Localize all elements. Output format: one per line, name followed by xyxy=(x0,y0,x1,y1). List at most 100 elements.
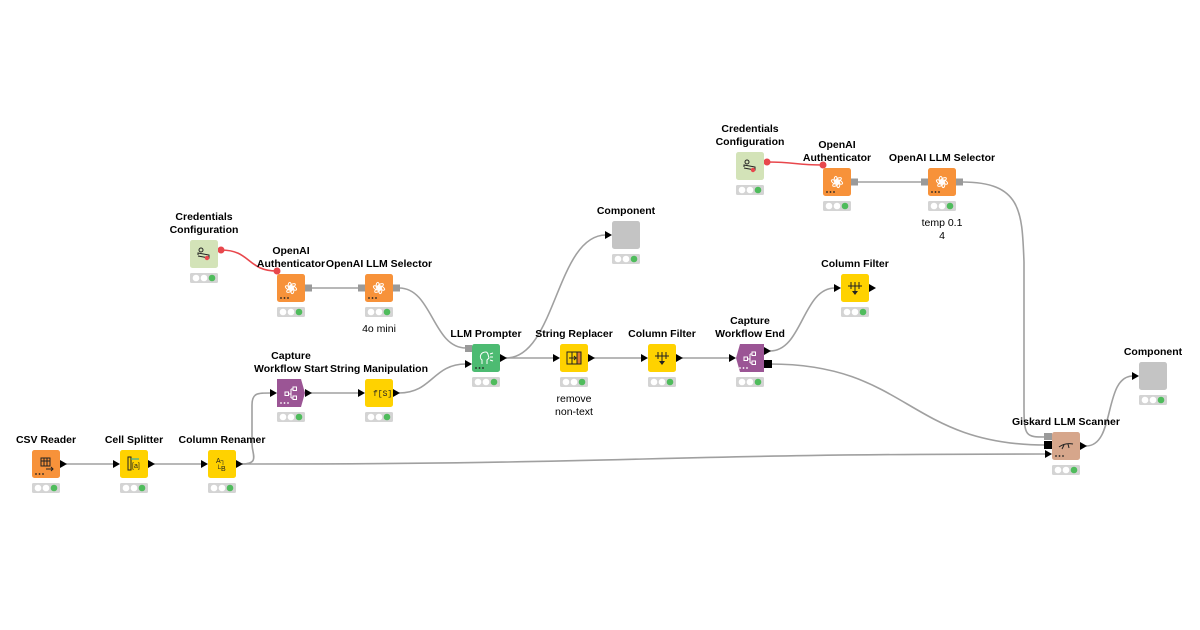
node-label[interactable]: Giskard LLM Scanner xyxy=(1012,416,1120,428)
node-label[interactable]: Cell Splitter xyxy=(105,434,163,446)
node-column-filter-2[interactable]: Column Filter xyxy=(821,258,889,317)
model-in-port[interactable] xyxy=(358,284,365,292)
connection-credentials-config-2-to-openai-auth-2[interactable] xyxy=(766,161,824,166)
node-label[interactable]: OpenAI LLM Selector xyxy=(326,258,432,270)
node-annotation[interactable]: 4 xyxy=(939,230,945,242)
workflow-out-port[interactable] xyxy=(764,360,772,368)
node-label[interactable]: Column Renamer xyxy=(179,434,266,446)
node-csv-reader[interactable]: CSV Reader xyxy=(16,434,76,493)
credential-port-out[interactable] xyxy=(217,246,225,254)
node-openai-llm-selector-1[interactable]: OpenAI LLM Selector 4o mini xyxy=(326,258,432,335)
connection-giskard-llm-scanner-to-component-2[interactable] xyxy=(1085,375,1134,447)
node-body[interactable] xyxy=(32,450,60,478)
node-annotation[interactable]: non-text xyxy=(555,406,593,418)
node-component-2[interactable]: Component xyxy=(1124,346,1183,405)
node-body[interactable] xyxy=(612,221,640,249)
connection-capture-end-to-column-filter-2[interactable] xyxy=(769,287,836,352)
node-label[interactable]: Column Filter xyxy=(821,258,889,270)
node-label[interactable]: Configuration xyxy=(716,136,785,148)
credential-port-in[interactable] xyxy=(273,267,281,275)
node-component-1[interactable]: Component xyxy=(597,205,656,264)
data-in-port[interactable] xyxy=(465,360,472,368)
data-out-port[interactable] xyxy=(676,354,683,362)
node-body[interactable] xyxy=(120,450,148,478)
node-body[interactable] xyxy=(365,379,393,407)
model-out-port[interactable] xyxy=(393,284,400,292)
node-cell-splitter[interactable]: Cell Splitter[a] xyxy=(105,434,163,493)
data-out-port[interactable] xyxy=(148,460,155,468)
node-label[interactable]: Component xyxy=(1124,346,1183,358)
data-out-port[interactable] xyxy=(236,460,243,468)
node-label[interactable]: String Replacer xyxy=(535,328,613,340)
node-llm-prompter[interactable]: LLM Prompter xyxy=(450,328,522,387)
node-label[interactable]: Authenticator xyxy=(803,152,871,164)
node-body[interactable] xyxy=(1052,432,1080,460)
connection-column-renamer-to-capture-start[interactable] xyxy=(241,392,272,465)
node-label[interactable]: Authenticator xyxy=(257,258,325,270)
node-annotation[interactable]: remove xyxy=(556,393,591,405)
data-in-port[interactable] xyxy=(1045,450,1052,458)
node-label[interactable]: Capture xyxy=(271,350,311,362)
data-in-port[interactable] xyxy=(201,460,208,468)
node-body[interactable] xyxy=(208,450,236,478)
model-in-port[interactable] xyxy=(1044,433,1052,440)
data-in-port[interactable] xyxy=(834,284,841,292)
node-label[interactable]: CSV Reader xyxy=(16,434,76,446)
connection-credentials-config-1-to-openai-auth-1[interactable] xyxy=(220,249,278,272)
node-label[interactable]: OpenAI LLM Selector xyxy=(889,152,995,164)
node-label[interactable]: Workflow End xyxy=(715,328,785,340)
data-out-port[interactable] xyxy=(869,284,876,292)
data-in-port[interactable] xyxy=(641,354,648,362)
node-label[interactable]: Capture xyxy=(730,315,770,327)
node-column-filter-1[interactable]: Column Filter xyxy=(628,328,696,387)
node-label[interactable]: OpenAI xyxy=(818,139,855,151)
data-in-port[interactable] xyxy=(605,231,612,239)
node-annotation[interactable]: 4o mini xyxy=(362,323,396,335)
connection-capture-end-to-giskard-llm-scanner[interactable] xyxy=(769,363,1047,446)
data-in-port[interactable] xyxy=(729,354,736,362)
data-out-port[interactable] xyxy=(305,389,312,397)
node-label[interactable]: Credentials xyxy=(175,211,232,223)
connection-column-renamer-to-giskard-llm-scanner[interactable] xyxy=(241,453,1047,465)
node-giskard-llm-scanner[interactable]: Giskard LLM Scanner xyxy=(1012,416,1120,475)
node-label[interactable]: LLM Prompter xyxy=(450,328,521,340)
node-label[interactable]: Configuration xyxy=(170,224,239,236)
data-out-port[interactable] xyxy=(393,389,400,397)
node-body[interactable] xyxy=(1139,362,1167,390)
data-in-port[interactable] xyxy=(270,389,277,397)
model-in-port[interactable] xyxy=(921,178,928,186)
data-in-port[interactable] xyxy=(113,460,120,468)
connection-string-manipulation-to-llm-prompter[interactable] xyxy=(398,363,467,394)
node-body[interactable] xyxy=(472,344,500,372)
node-annotation[interactable]: temp 0.1 xyxy=(922,217,963,229)
data-in-port[interactable] xyxy=(358,389,365,397)
data-out-port[interactable] xyxy=(764,347,771,355)
data-out-port[interactable] xyxy=(500,354,507,362)
connection-llm-prompter-to-component-1[interactable] xyxy=(505,234,607,359)
credential-port-in[interactable] xyxy=(819,161,827,169)
data-in-port[interactable] xyxy=(1132,372,1139,380)
node-label[interactable]: Component xyxy=(597,205,656,217)
node-label[interactable]: Credentials xyxy=(721,123,778,135)
data-in-port[interactable] xyxy=(553,354,560,362)
connection-openai-llm-selector-2-to-giskard-llm-scanner[interactable] xyxy=(961,181,1047,438)
node-label[interactable]: String Manipulation xyxy=(330,363,428,375)
data-out-port[interactable] xyxy=(60,460,67,468)
data-out-port[interactable] xyxy=(1080,442,1087,450)
node-openai-llm-selector-2[interactable]: OpenAI LLM Selector temp 0.14 xyxy=(889,152,995,242)
workflow-in-port[interactable] xyxy=(1044,441,1052,449)
node-label[interactable]: Workflow Start xyxy=(254,363,328,375)
model-out-port[interactable] xyxy=(956,178,963,186)
node-label[interactable]: Column Filter xyxy=(628,328,696,340)
data-out-port[interactable] xyxy=(588,354,595,362)
model-out-port[interactable] xyxy=(305,284,312,292)
